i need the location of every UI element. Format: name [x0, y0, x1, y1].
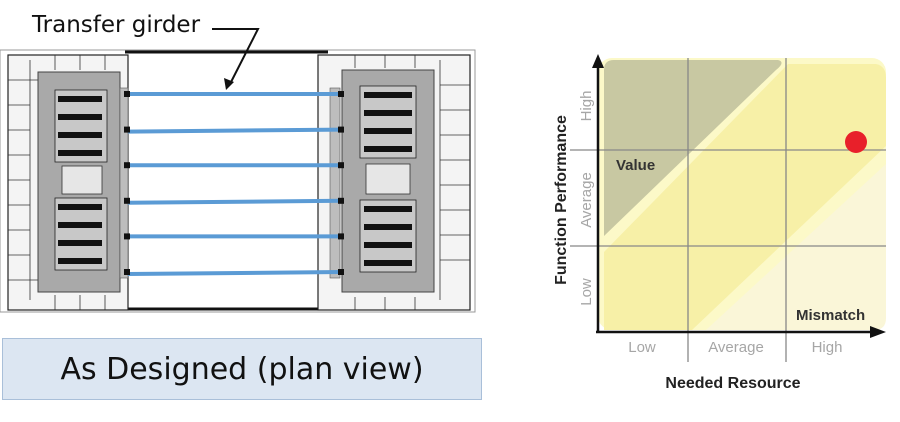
plan-view-panel: Transfer girder — [0, 0, 490, 320]
floor-plan-drawing — [0, 28, 476, 313]
girder-support-column — [338, 162, 344, 169]
y-level-low: Low — [578, 278, 595, 306]
x-level-high: High — [812, 339, 843, 356]
project-position-marker — [845, 131, 867, 153]
value-matrix-panel: Value Mismatch Low Average High Low Aver… — [540, 40, 900, 417]
left-tower — [7, 54, 129, 311]
value-region — [604, 60, 782, 236]
matrix-grid — [570, 58, 886, 362]
transfer-girder-label: Transfer girder — [32, 12, 201, 38]
fair-region — [604, 64, 886, 330]
girder-support-column — [124, 91, 130, 97]
y-axis-title: Function Performance — [553, 115, 570, 285]
mismatch-region — [706, 164, 886, 330]
girder-support-column — [124, 233, 130, 240]
x-level-average: Average — [708, 339, 764, 356]
girder-support-column — [338, 126, 344, 133]
transfer-girder — [127, 198, 343, 205]
transfer-girder — [127, 127, 343, 134]
girder-support-column — [124, 126, 130, 133]
girder-support-column — [338, 91, 344, 97]
girder-label-leader — [212, 28, 260, 90]
girder-support-column — [338, 197, 344, 204]
girder-support-column — [124, 162, 130, 169]
value-region-label: Value — [616, 157, 655, 174]
y-level-average: Average — [578, 172, 595, 228]
value-matrix-diagram: Value Mismatch Low Average High Low Aver… — [553, 54, 886, 392]
girder-support-column — [338, 269, 344, 275]
x-axis-title: Needed Resource — [665, 375, 800, 392]
girder-support-column — [338, 233, 344, 240]
plan-caption: As Designed (plan view) — [2, 338, 482, 400]
matrix-axes — [592, 54, 886, 338]
mismatch-region-label: Mismatch — [796, 307, 865, 324]
y-level-high: High — [578, 91, 595, 122]
girder-support-column — [124, 197, 130, 204]
girder-support-column — [124, 269, 130, 275]
transfer-girder — [127, 270, 343, 276]
x-level-low: Low — [628, 339, 656, 356]
right-tower — [317, 54, 471, 311]
